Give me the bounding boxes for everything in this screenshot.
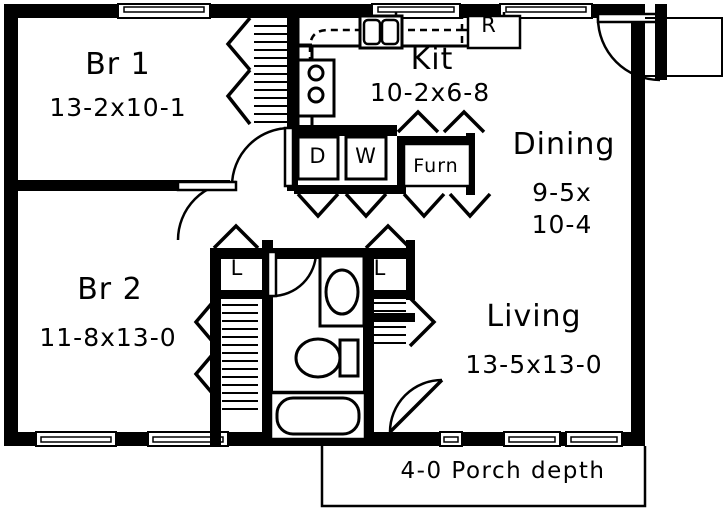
window-icon: [117, 3, 211, 19]
window-icon: [503, 431, 561, 447]
porch-outline: [320, 446, 647, 508]
washer-box: [344, 135, 388, 181]
kitchen-sink-icon: [358, 14, 404, 50]
bifold-closet-door-icon: [212, 223, 412, 250]
closet-shelf-hatch: [222, 304, 258, 410]
furnace-label: Furn: [413, 155, 459, 177]
entry-stoop-outline: [645, 17, 723, 77]
entry-door-swing-icon: [596, 12, 662, 82]
door-swing-icon: [176, 126, 318, 298]
entry-door-jamb: [655, 4, 667, 80]
room-dimension-kitchen: 10-2x6-8: [369, 78, 491, 107]
bathtub-icon: [269, 391, 367, 441]
interior-walls: [4, 4, 475, 446]
closet-shelf-hatch: [254, 25, 290, 123]
linen-closet-label-right: L: [373, 256, 387, 280]
room-dimension-living: 13-5x13-0: [465, 350, 603, 379]
bifold-closet-door-icon: [296, 192, 388, 219]
room-dimension-br2: 11-8x13-0: [39, 323, 177, 352]
room-dimension-br1: 13-2x10-1: [49, 93, 187, 122]
cooktop-range-icon: [296, 58, 336, 118]
bathroom-sink-icon: [324, 268, 360, 316]
refrigerator-box: [466, 14, 522, 50]
porch-depth-label: 4-0 Porch depth: [400, 458, 606, 484]
bifold-closet-door-icon: [396, 109, 486, 134]
room-label-kitchen: Kit: [410, 42, 454, 77]
window-icon: [499, 3, 593, 19]
bathroom-fixtures: [269, 254, 367, 441]
room-label-dining: Dining: [512, 127, 616, 162]
toilet-icon: [294, 337, 360, 379]
room-label-living: Living: [486, 299, 582, 334]
window-icon: [565, 431, 623, 447]
dryer-label: D: [309, 144, 327, 168]
window-icon: [147, 431, 229, 447]
room-label-br2: Br 2: [77, 272, 143, 307]
furnace-box: [402, 142, 472, 188]
bifold-closet-door-icon: [402, 192, 492, 219]
window-icon: [439, 431, 463, 447]
door-swing-icon: [388, 378, 444, 434]
closet-shelf-hatch: [370, 302, 406, 344]
washer-label: W: [355, 144, 377, 168]
bifold-closet-door-icon: [193, 16, 437, 402]
refrigerator-label: R: [481, 13, 497, 37]
linen-closet-label-left: L: [230, 256, 244, 280]
dryer-box: [296, 135, 340, 181]
room-label-br1: Br 1: [85, 47, 151, 82]
room-dimension-dining-2: 10-4: [531, 210, 593, 239]
room-dimension-dining-1: 9-5x: [532, 178, 592, 207]
window-icon: [35, 431, 117, 447]
